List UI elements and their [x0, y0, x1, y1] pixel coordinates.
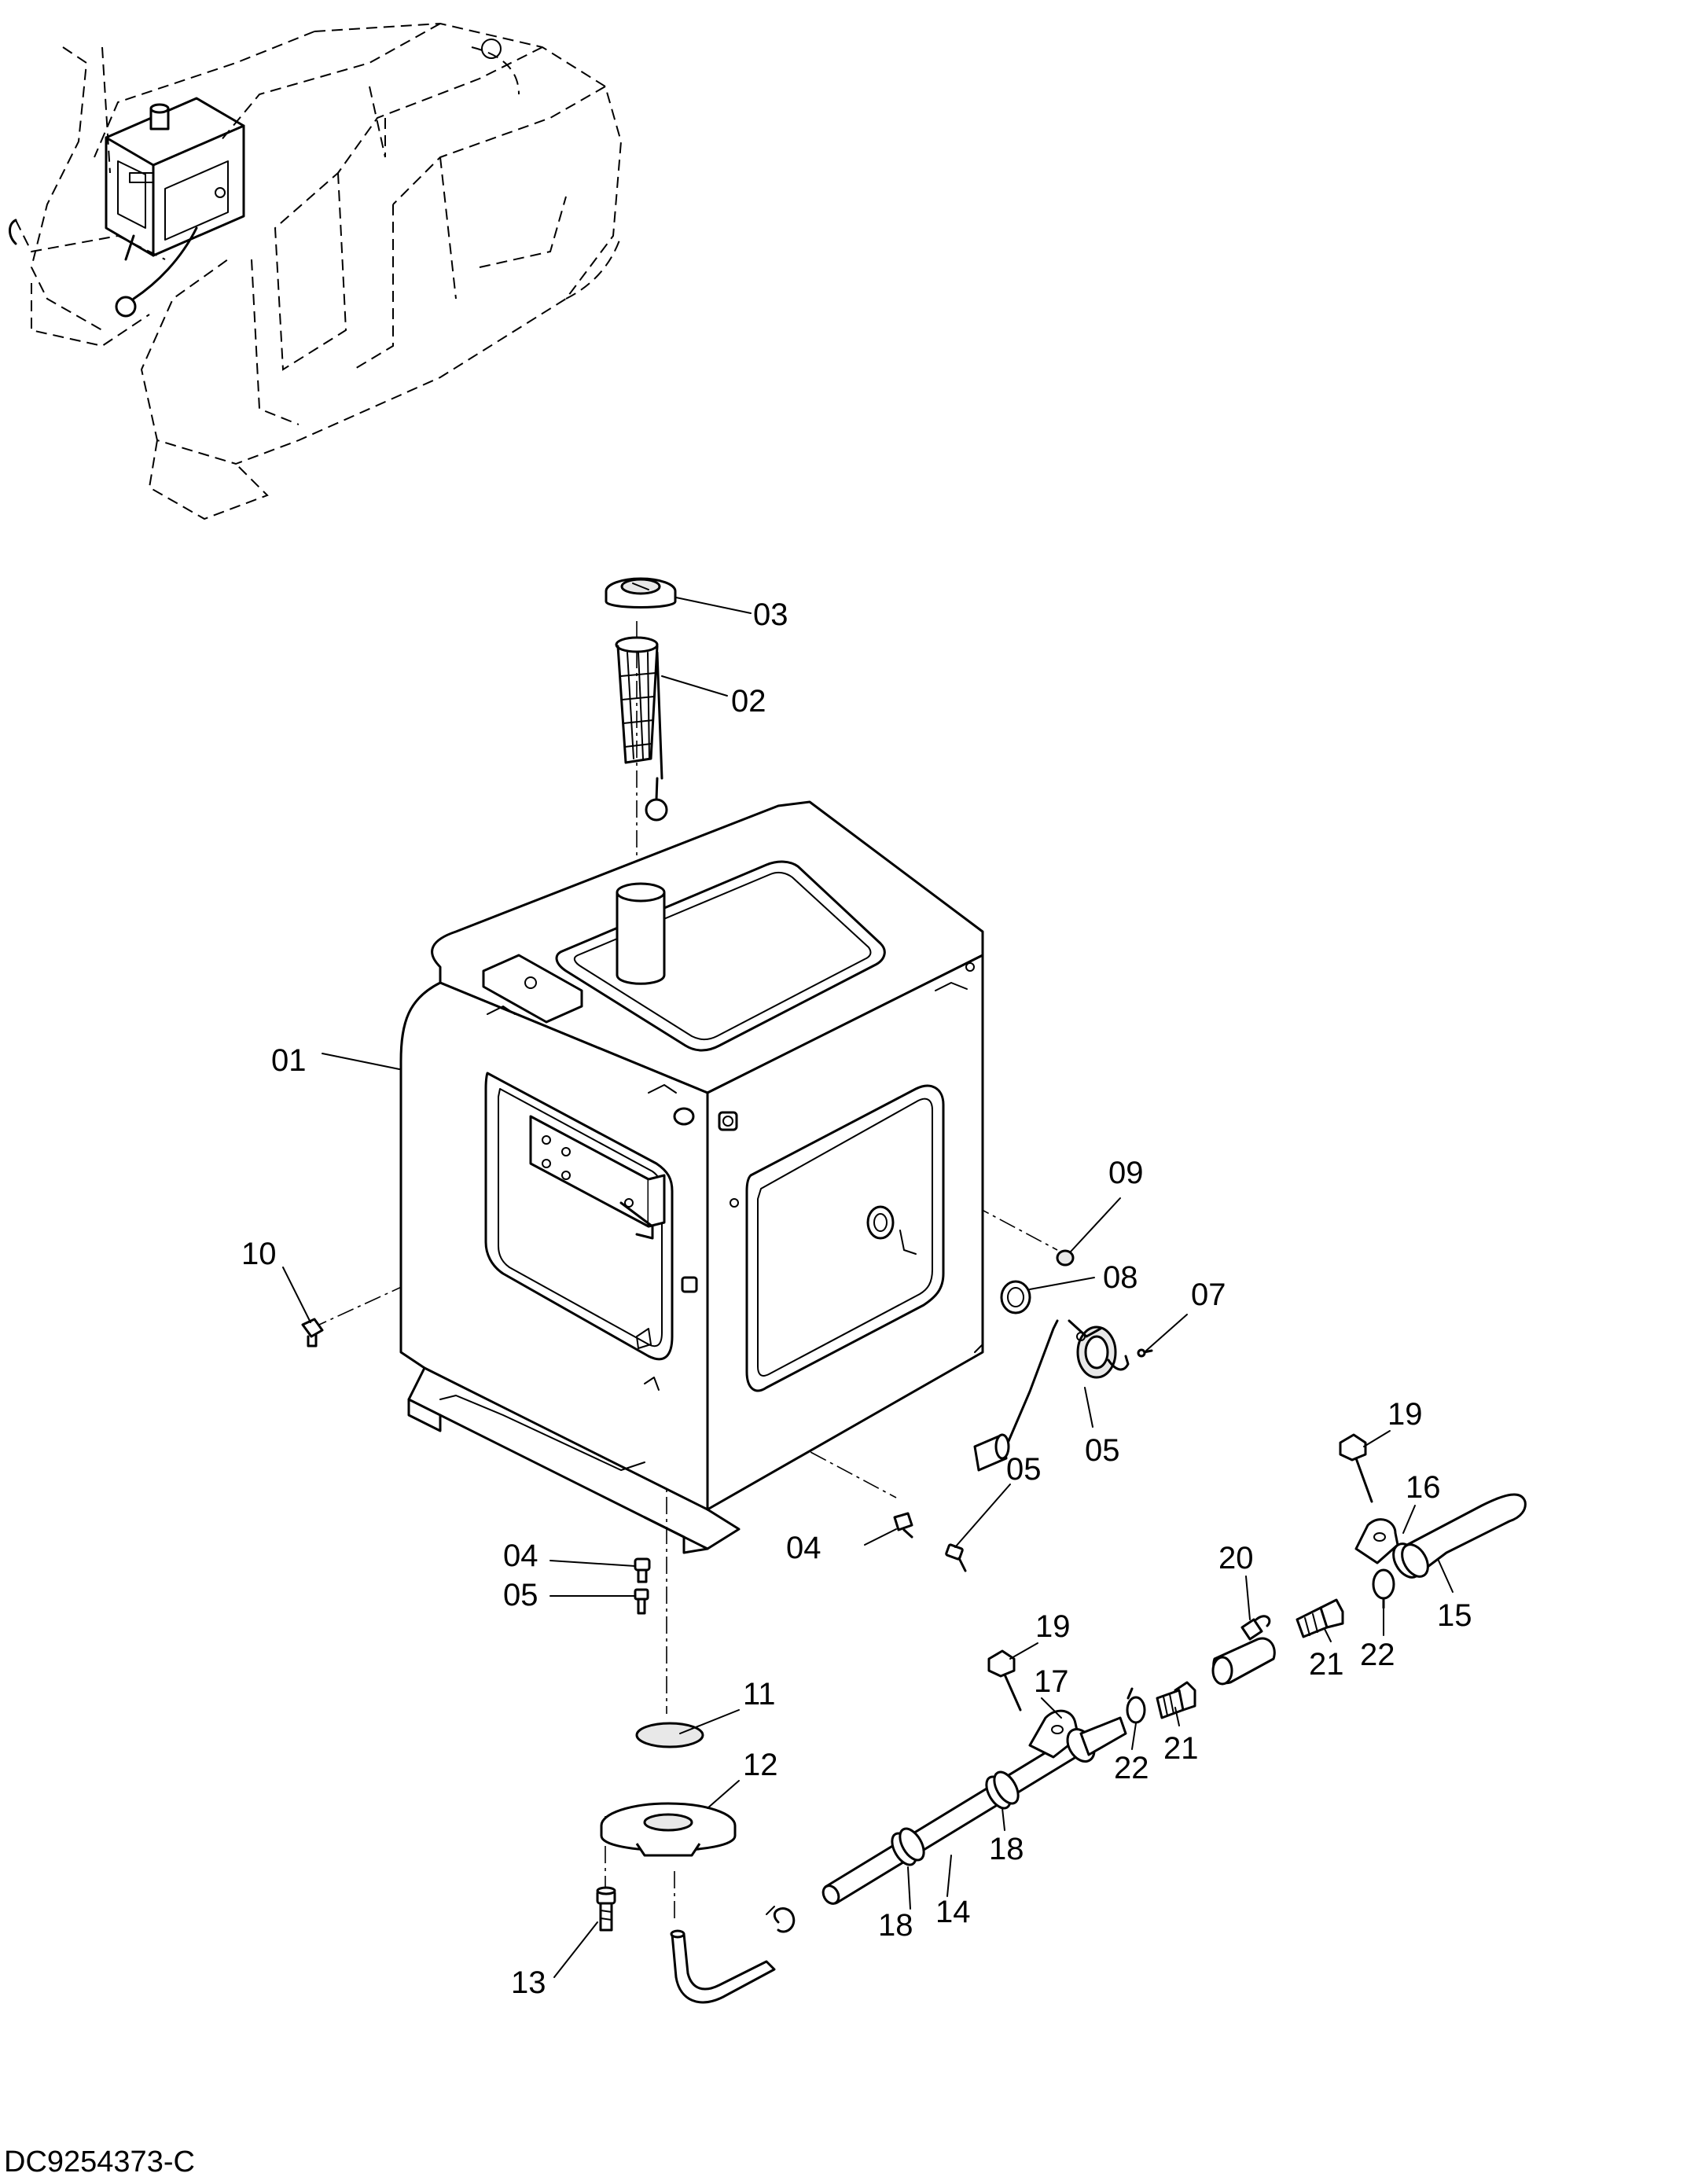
callout-02: 02 — [731, 684, 766, 719]
callout-04-left: 04 — [503, 1539, 538, 1573]
callout-20: 20 — [1218, 1541, 1254, 1575]
plug-10 — [1056, 1249, 1075, 1267]
callout-10: 09 — [1108, 1156, 1144, 1190]
callout-21-lower: 21 — [1163, 1731, 1199, 1766]
callout-18-upper: 18 — [989, 1832, 1024, 1866]
bolt-14 — [596, 1886, 616, 1932]
callout-03: 03 — [753, 597, 788, 632]
callout-17-lower: 17 — [1034, 1664, 1069, 1699]
callout-05-right-label: 05 — [1006, 1452, 1042, 1487]
leader-lines — [282, 597, 1454, 1978]
connector-21-upper — [1296, 1598, 1344, 1638]
callout-05-left: 05 — [503, 1578, 538, 1612]
collar-22-upper — [1372, 1568, 1395, 1609]
callout-22-upper: 22 — [1360, 1638, 1395, 1672]
callout-08: 07 — [1191, 1278, 1226, 1312]
strainer — [615, 636, 668, 822]
callout-18-lower: 18 — [878, 1908, 913, 1943]
gauge-axis-line — [762, 1092, 1058, 1251]
screw-08 — [1137, 1348, 1153, 1358]
callout-22-lower: 22 — [1114, 1751, 1149, 1785]
callout-07: 05 — [1085, 1433, 1120, 1468]
bolt-19-lower — [987, 1649, 1022, 1712]
callout-labels: 03 02 01 10 09 08 07 05 05 05 04 04 05 1… — [241, 597, 1472, 2000]
callout-11: 10 — [241, 1237, 277, 1271]
fitting-04-left — [634, 1557, 651, 1583]
callout-15: 14 — [935, 1895, 971, 1929]
drain-hose-15 — [670, 1732, 1090, 2004]
gasket-12 — [635, 1722, 704, 1748]
bolt-05-left — [634, 1588, 649, 1615]
plug-11 — [301, 1318, 324, 1348]
callout-16: 15 — [1437, 1598, 1472, 1633]
callout-14: 13 — [511, 1965, 546, 2000]
callout-13: 12 — [743, 1748, 778, 1782]
valve-20 — [1211, 1615, 1276, 1686]
filler-cap — [605, 577, 677, 609]
fuel-tank — [399, 800, 984, 1554]
callout-04-right: 04 — [786, 1531, 821, 1565]
callout-21-upper: 21 — [1309, 1647, 1344, 1682]
callout-19-upper: 19 — [1387, 1397, 1423, 1432]
callout-17-upper: 16 — [1406, 1470, 1441, 1505]
callout-09: 08 — [1103, 1260, 1138, 1295]
callout-01: 01 — [271, 1043, 307, 1078]
document-id: DC9254373-C — [4, 2145, 195, 2178]
bolt-05-right — [945, 1543, 967, 1572]
callout-12: 11 — [743, 1677, 776, 1712]
locator-inset — [9, 22, 623, 520]
clamp-bracket-17-lower — [1028, 1709, 1127, 1763]
drain-cover-13 — [600, 1802, 737, 1857]
bolt-19-upper — [1339, 1433, 1373, 1503]
callout-19-lower: 19 — [1035, 1609, 1071, 1644]
fitting-04-right — [893, 1512, 913, 1539]
hose-16 — [1401, 1493, 1527, 1578]
gasket-09 — [1000, 1280, 1031, 1314]
collar-22-lower — [1126, 1687, 1146, 1724]
level-gauge-07 — [973, 1319, 1130, 1472]
